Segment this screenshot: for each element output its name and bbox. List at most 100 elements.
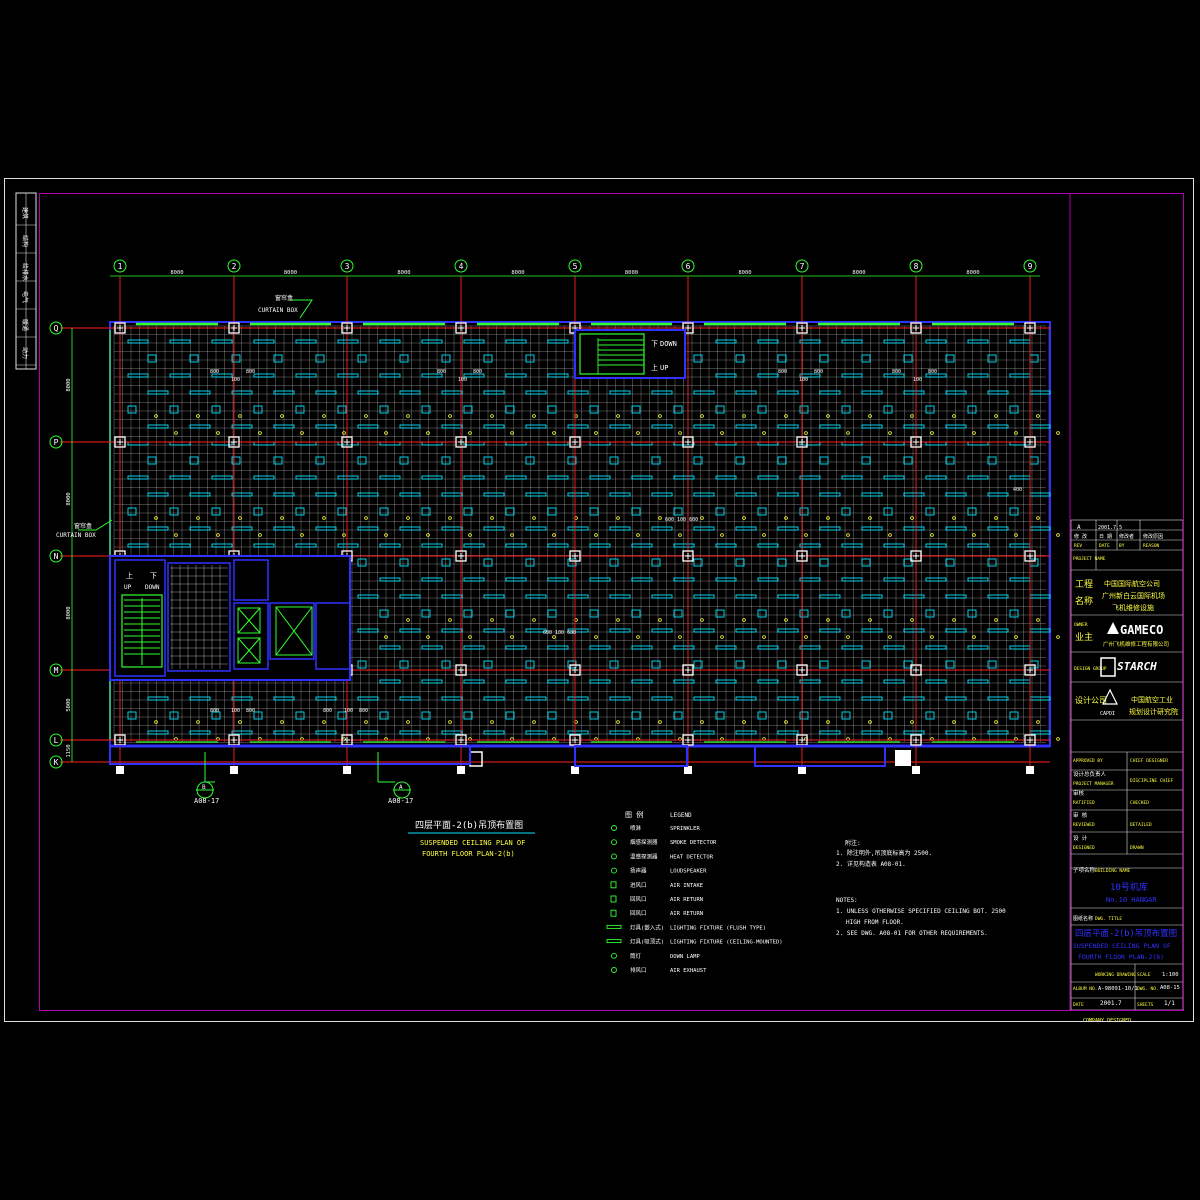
light-fixture-icon [399,628,421,633]
column-marker [228,322,240,334]
air-diffuser-icon [925,507,935,516]
sprinkler-icon [636,533,640,537]
air-return-slot-icon [610,909,617,917]
air-diffuser-icon [987,558,997,567]
column-marker [682,664,694,676]
sprinkler-icon [384,431,388,435]
plan-title-en1: SUSPENDED CEILING PLAN OF [420,839,525,847]
air-diffuser-icon [211,507,221,516]
sprinkler-icon [784,720,788,724]
sprinkler-icon [930,533,934,537]
air-diffuser-icon [715,711,725,720]
air-diffuser-icon [231,456,241,465]
light-fixture-icon [673,645,695,650]
legend-label-en: AIR RETURN [670,911,703,917]
air-diffuser-icon [357,354,367,363]
column-marker [1024,322,1036,334]
light-fixture-icon [525,730,547,735]
air-diffuser-icon [421,609,431,618]
tb-project-label-cn: 工程 [1075,579,1093,590]
air-diffuser-icon [967,609,977,618]
gameco-logo-icon [1107,622,1119,634]
light-fixture-icon [505,373,527,378]
air-diffuser-icon [483,558,493,567]
light-fixture-icon [715,339,737,344]
tb-project-name-3: 飞机维修设施 [1112,603,1154,612]
tb-detailed: DETAILED [1130,822,1152,828]
flush-light-icon [606,924,622,929]
legend-label-en: AIR RETURN [670,897,703,903]
light-fixture-icon [967,543,989,548]
light-fixture-icon [211,373,233,378]
plan-title-cn: 四层平面-2(b)吊顶布置图 [415,819,523,831]
light-fixture-icon [421,577,443,582]
light-fixture-icon [463,679,485,684]
sprinkler-icon [280,720,284,724]
sprinkler-icon [406,618,410,622]
sprinkler-icon [174,431,178,435]
axis-bubble [340,259,354,273]
air-diffuser-icon [735,558,745,567]
sprinkler-icon [636,635,640,639]
dimension-text: 8000 [852,270,865,276]
light-fixture-icon [399,526,421,531]
axis-bubble [113,259,127,273]
light-fixture-icon [903,628,925,633]
axis-label: P [54,438,59,447]
air-diffuser-icon [399,354,409,363]
legend-label-cn: 灯具(吸顶式) [630,938,664,946]
air-diffuser-icon [735,354,745,363]
sprinkler-icon [258,533,262,537]
light-fixture-icon [273,730,295,735]
air-diffuser-icon [463,711,473,720]
light-fixture-icon [547,543,569,548]
light-fixture-icon [211,475,233,480]
curtain-box-cn-left: 窗帘盒 [74,522,92,530]
sprinkler-icon [994,720,998,724]
tb-building-name-en: No.10 HANGAR [1106,896,1157,904]
air-diffuser-icon [967,507,977,516]
legend-label-cn: 喷淋 [630,824,642,832]
air-diffuser-icon [757,507,767,516]
light-fixture-icon [589,679,611,684]
light-fixture-icon [861,696,883,701]
sprinkler-icon [322,516,326,520]
air-diffuser-icon [1009,507,1019,516]
light-fixture-icon [295,339,317,344]
sprinkler-icon [826,516,830,520]
light-fixture-icon [757,577,779,582]
light-fixture-icon [651,526,673,531]
light-fixture-icon [567,492,589,497]
light-fixture-icon [925,543,947,548]
legend-label-en: SMOKE DETECTOR [670,840,717,846]
light-fixture-icon [379,645,401,650]
light-fixture-icon [799,543,821,548]
light-fixture-icon [379,475,401,480]
air-diffuser-icon [1009,711,1019,720]
light-fixture-icon [253,339,275,344]
beam-dimension: 800 [437,369,446,375]
light-fixture-icon [631,645,653,650]
sprinkler-icon [742,618,746,622]
light-fixture-icon [169,339,191,344]
column-marker [796,322,808,334]
legend-label-en: LIGHTING FIXTURE (FLUSH TYPE) [670,925,766,931]
sprinkler-icon [720,533,724,537]
light-fixture-icon [777,492,799,497]
column-marker [796,664,808,676]
sprinkler-icon [594,533,598,537]
air-exhaust-icon [611,967,617,973]
air-diffuser-icon [883,609,893,618]
air-exhaust-icon [611,967,617,973]
light-fixture-icon [819,526,841,531]
sprinkler-icon [196,720,200,724]
column-marker [569,436,581,448]
light-fixture-icon [589,577,611,582]
sprinkler-icon [322,414,326,418]
tb-discipline: DISCIPLINE CHIEF [1130,778,1174,784]
tb-review-en: REVIEWED [1073,822,1095,828]
beam-dimension: 600 100 600 [543,630,576,636]
sprinkler-icon [384,635,388,639]
axis-bubble [49,321,63,335]
sprinkler-icon [804,431,808,435]
